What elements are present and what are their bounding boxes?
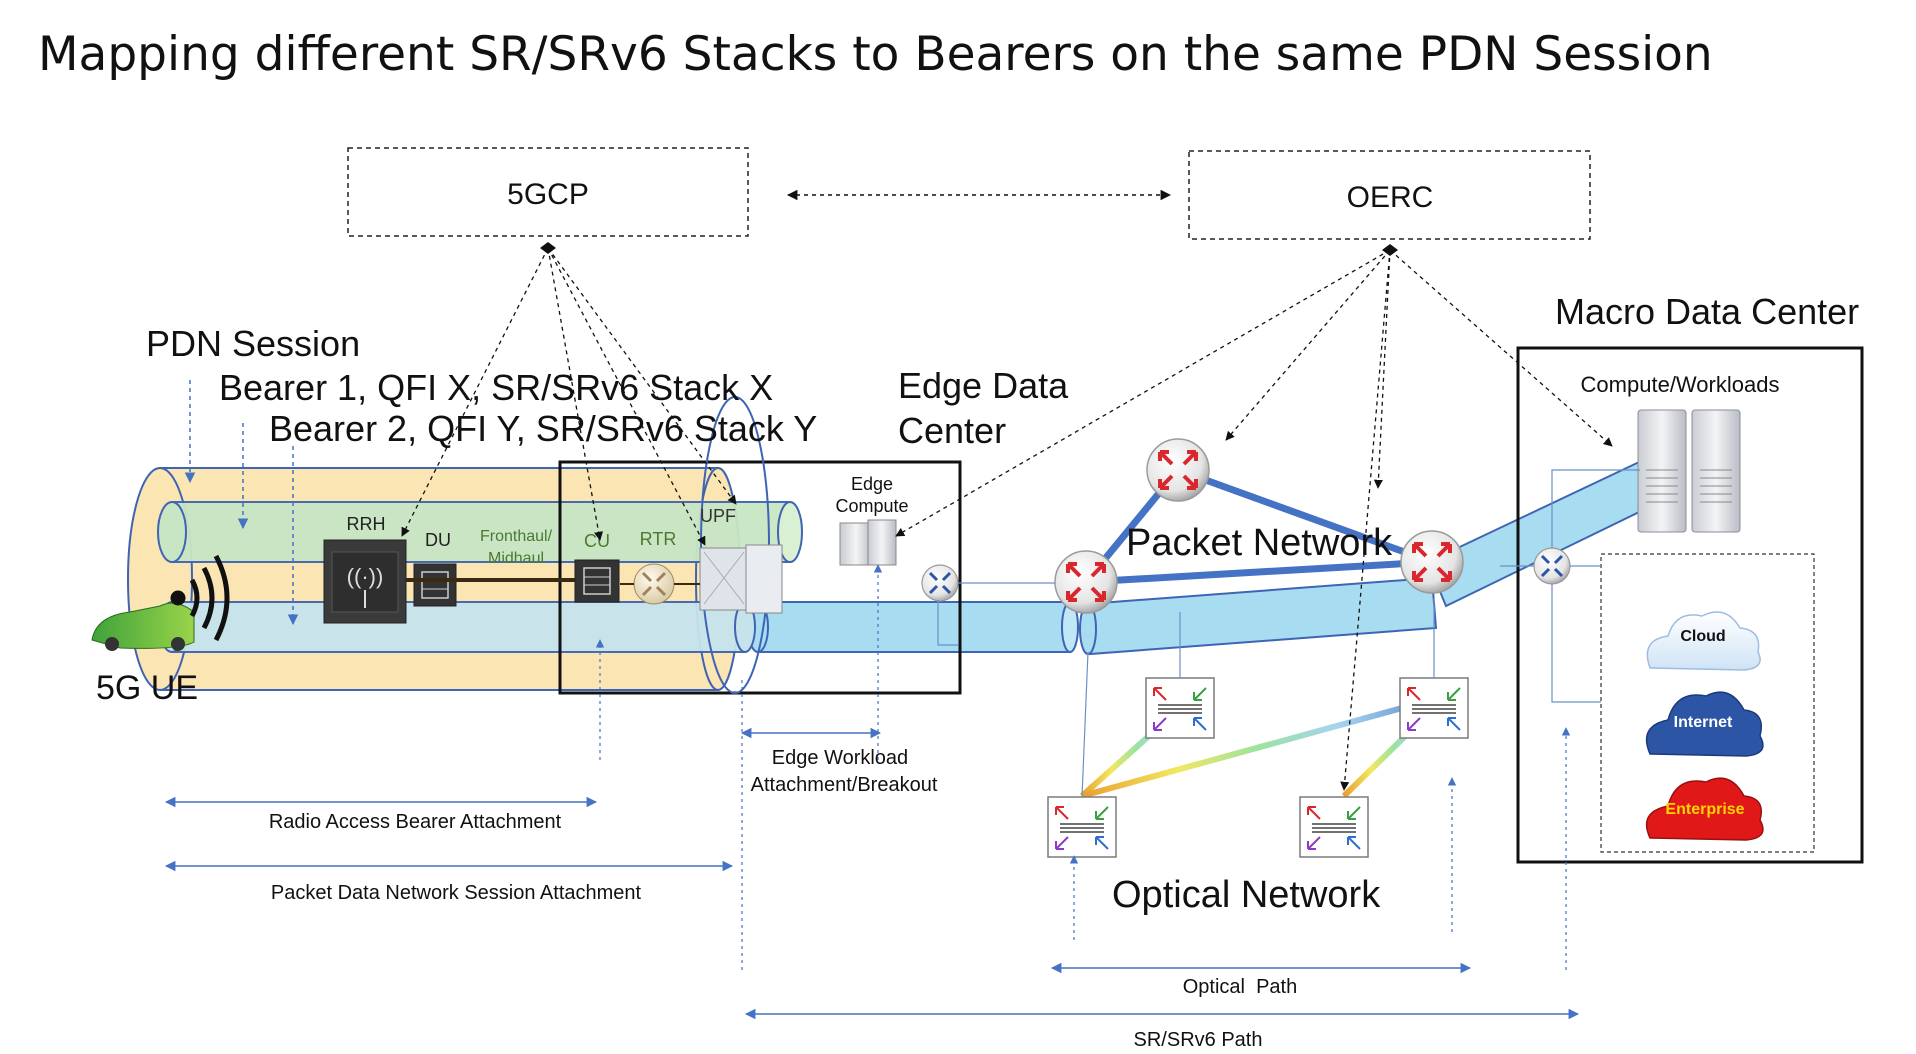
optical-node-b[interactable] [1399,677,1469,739]
packet-router-a[interactable] [1053,549,1119,615]
car-icon[interactable] [91,602,195,651]
optical-node-c[interactable] [1047,796,1117,858]
edge-dc-title-1: Edge Data [898,365,1069,406]
bearer1-label: Bearer 1, QFI X, SR/SRv6 Stack X [219,367,773,408]
edge-workload-label-1: Edge Workload [772,747,908,769]
upf-label: UPF [700,506,736,526]
srv6-path-label: SR/SRv6 Path [1134,1029,1263,1051]
macro-dc-box[interactable] [1516,346,1864,864]
edge-dc-title-2: Center [898,410,1006,451]
cloud-group-box [1600,553,1815,853]
edge-compute-icon[interactable] [839,519,897,566]
cloud-icon[interactable] [1646,611,1761,671]
packet-link-a-c [1085,558,1433,586]
ue-label: 5G UE [96,669,198,707]
edge-compute-label-2: Compute [835,496,908,516]
enterprise-icon[interactable] [1645,777,1764,841]
5gcp-control-arrows [401,247,737,546]
rtr-icon[interactable] [633,563,675,605]
5gcp-label: 5GCP [507,178,589,211]
radio-waves-icon [170,554,230,642]
cu-label: CU [584,531,610,551]
page-title: Mapping different SR/SRv6 Stacks to Bear… [38,27,1713,82]
cloud-label: Cloud [1680,628,1725,645]
oerc-box[interactable] [1188,150,1591,240]
du-label: DU [425,530,451,550]
rtr-label: RTR [640,529,677,549]
edge-compute-label-1: Edge [851,474,893,494]
server-rack-icon[interactable] [1637,409,1741,533]
fronthaul-label-2: Midhaul [488,550,544,567]
optical-node-a[interactable] [1145,677,1215,739]
optical-network-label: Optical Network [1112,874,1381,916]
packet-router-c[interactable] [1399,529,1465,595]
internet-icon[interactable] [1645,691,1764,757]
enterprise-label: Enterprise [1665,801,1744,818]
guide-lines [595,564,1571,970]
pdn-session-label: PDN Session [146,323,360,364]
macro-router-icon[interactable] [1532,546,1572,586]
compute-workloads-label: Compute/Workloads [1581,372,1780,397]
packet-router-b[interactable] [1145,437,1211,503]
rrh-icon[interactable]: ((·)) [323,539,407,624]
fronthaul-label-1: Fronthaul/ [480,528,553,545]
edge-router-icon[interactable] [920,563,960,603]
internet-label: Internet [1674,714,1733,731]
bearer2-tube [159,601,746,653]
macro-dc-title: Macro Data Center [1555,291,1859,332]
rrh-label: RRH [347,514,386,534]
cu-icon[interactable] [574,559,620,603]
oerc-label: OERC [1347,181,1434,214]
optical-node-d[interactable] [1299,796,1369,858]
du-icon[interactable] [413,563,457,607]
upf-icon[interactable] [699,544,783,614]
packet-link-b-c [1176,466,1434,566]
optical-path-label: Optical Path [1183,976,1298,998]
svg-text:((·)): ((·)) [347,564,384,589]
pdn-attach-span-label: Packet Data Network Session Attachment [271,882,642,904]
oerc-control-arrows [895,249,1613,791]
edge-data-center-box[interactable] [558,460,962,695]
packet-network-label: Packet Network [1126,522,1393,564]
5gcp-box[interactable] [347,147,749,237]
edge-workload-label-2: Attachment/Breakout [751,774,938,796]
rab-span-label: Radio Access Bearer Attachment [269,811,562,833]
optical-link-4 [1081,705,1403,799]
bearer2-label: Bearer 2, QFI Y, SR/SRv6 Stack Y [269,408,817,449]
